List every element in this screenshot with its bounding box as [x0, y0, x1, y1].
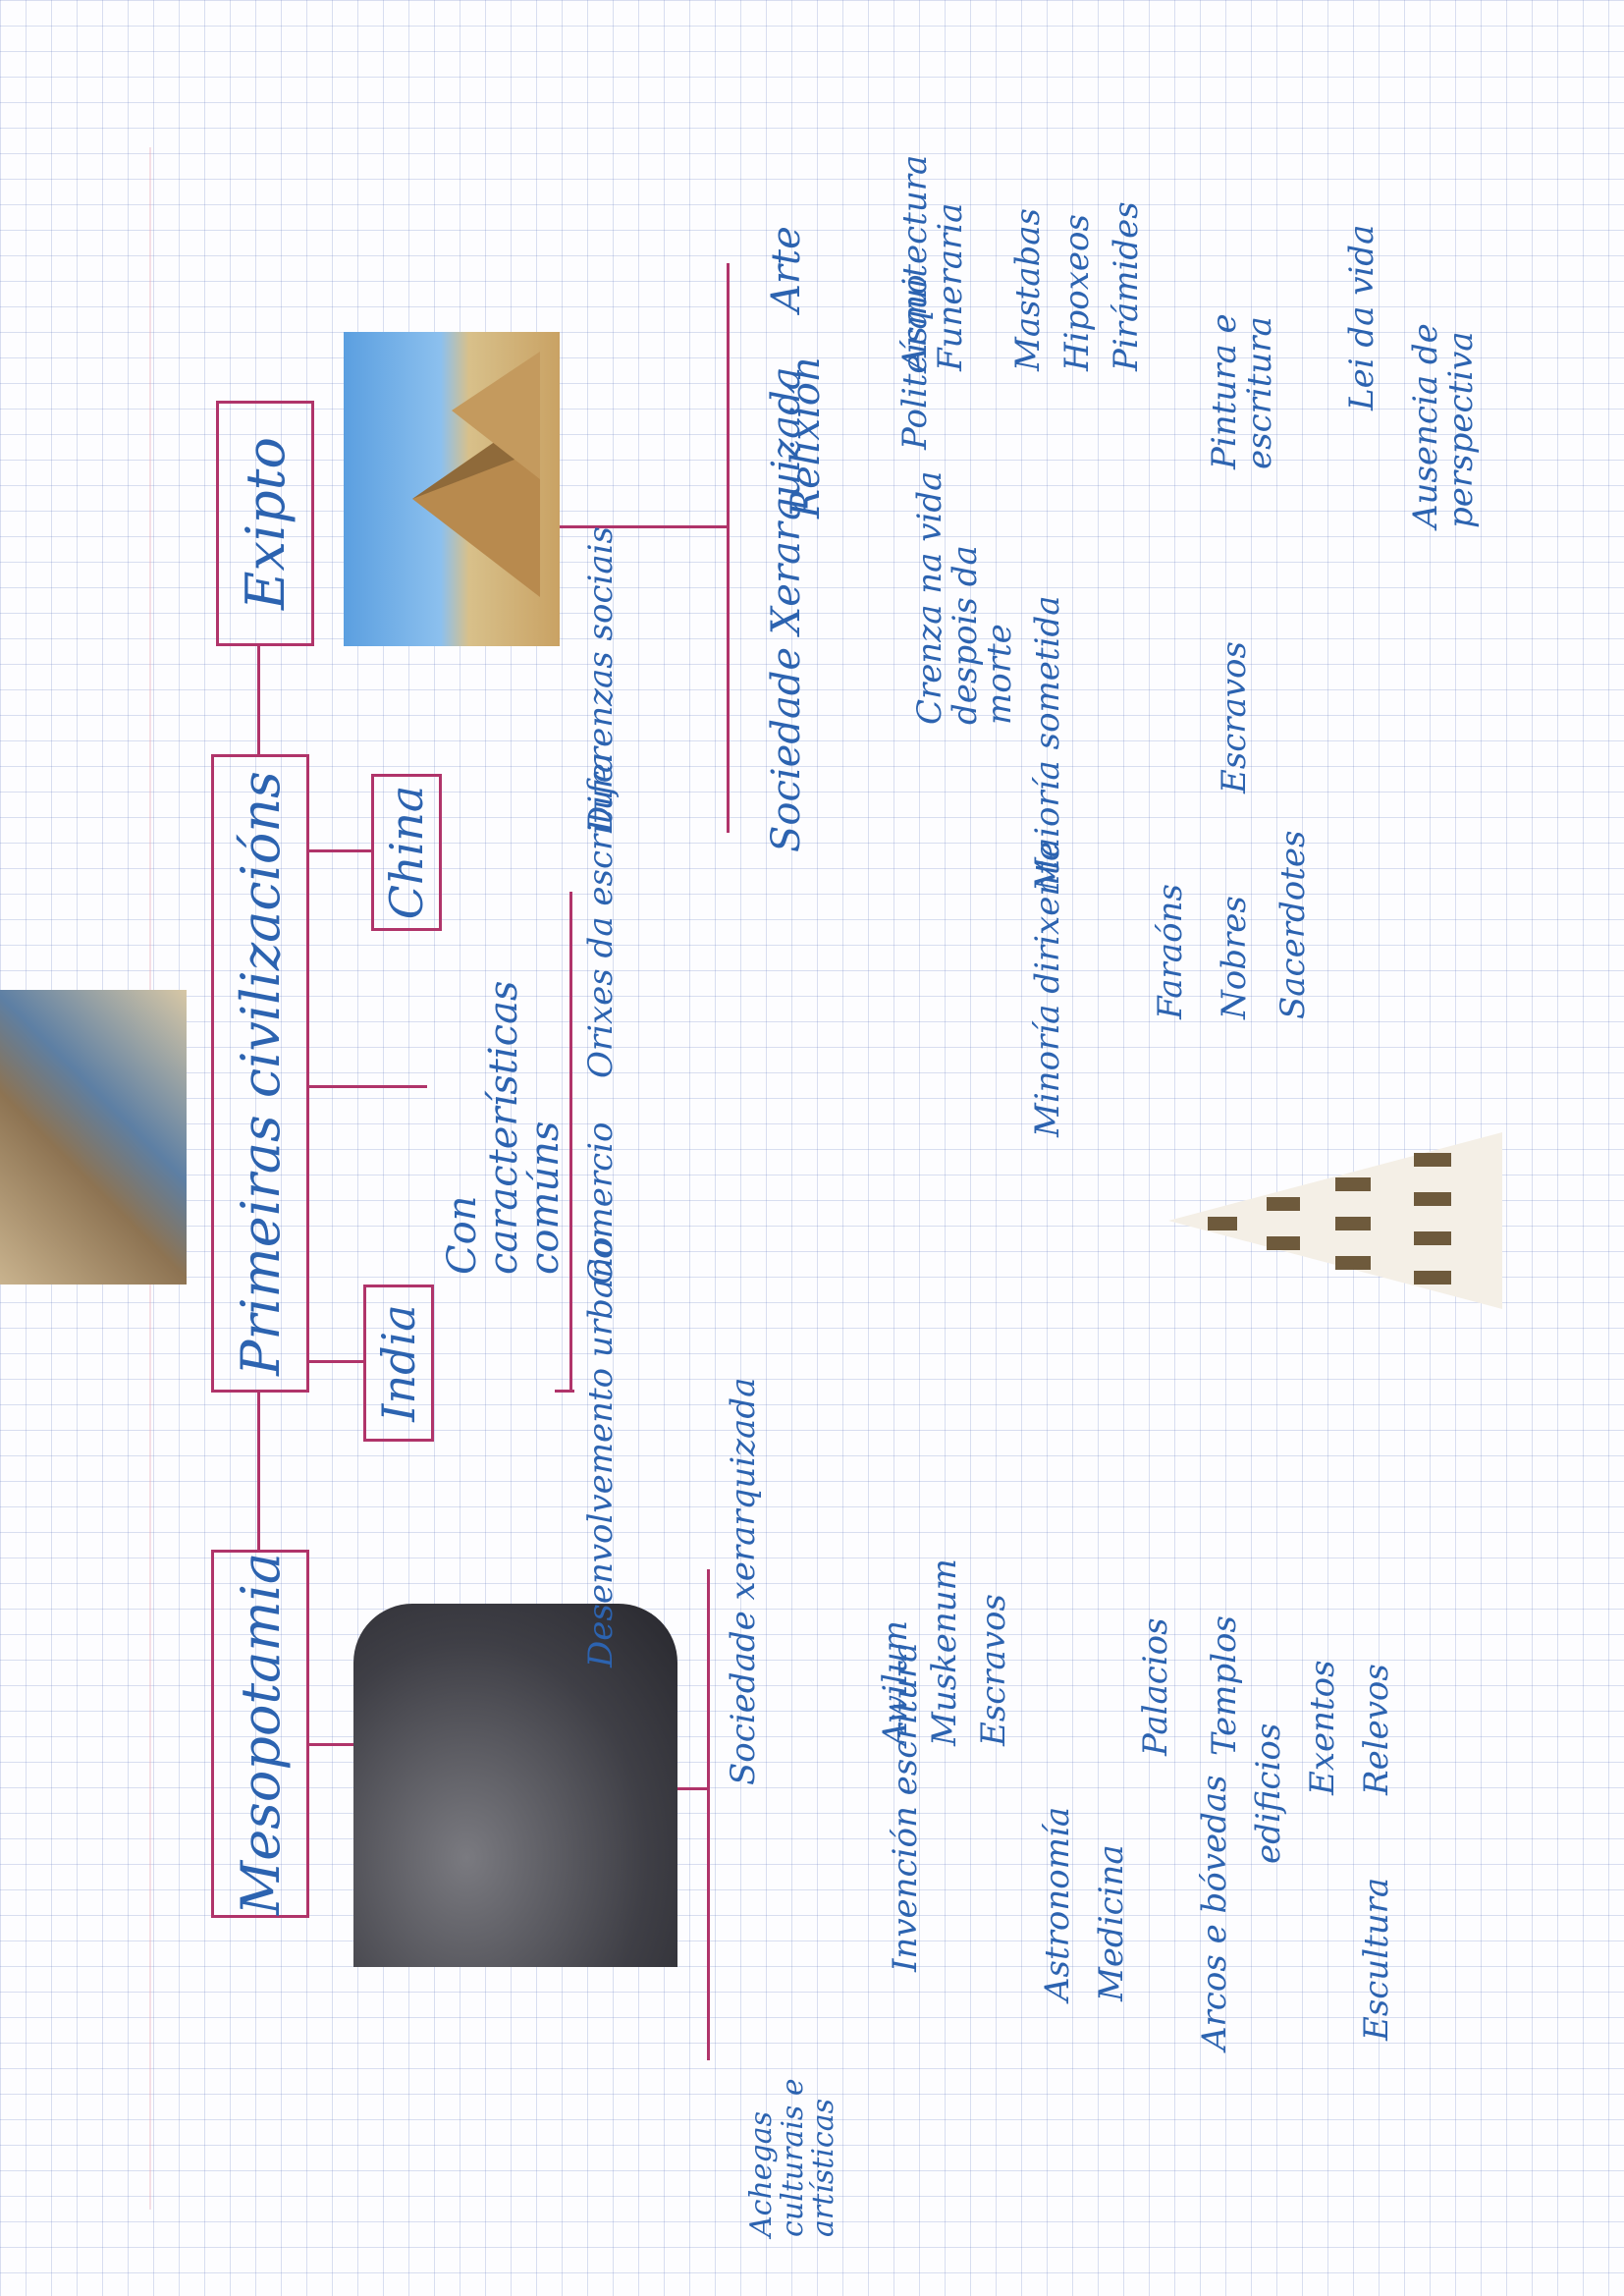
connector	[257, 646, 260, 754]
connector	[707, 1569, 710, 2060]
meso-item: Medicina	[1092, 1844, 1131, 2001]
pyramids-photo	[344, 332, 560, 646]
exipto-maioria-item: Escravos	[1215, 641, 1254, 793]
meso-item: Escultura	[1357, 1877, 1396, 2041]
exipto-funeraria-item: Mastabas	[1008, 208, 1048, 371]
common-item: Diferenzas sociais	[581, 526, 621, 833]
china-label: China	[380, 785, 433, 920]
connector	[257, 1393, 260, 1550]
exipto-relixion: Relixión	[784, 356, 829, 519]
mesopotamia-label: Mesopotamia	[229, 1552, 292, 1916]
connector	[569, 892, 572, 1393]
exipto-minoria-item: Sacerdotes	[1273, 830, 1313, 1019]
meso-escultura: Exentos	[1303, 1660, 1342, 1795]
exipto-pintura-item: Lei da vida	[1342, 224, 1381, 410]
hieroglyphs-image	[1168, 1132, 1502, 1309]
exipto-label: Exipto	[234, 437, 297, 610]
meso-edificio: Templos	[1205, 1615, 1244, 1756]
connector	[677, 1787, 707, 1790]
exipto-relixion-item: Crenza na vida despois da morte	[910, 470, 1020, 725]
exipto-arte-item: Pintura e escritura	[1205, 313, 1279, 469]
meso-sociedade: Sociedade xerarquizada	[724, 1377, 763, 1785]
meso-escultura: Relevos	[1357, 1664, 1396, 1795]
connector	[309, 849, 371, 852]
hieroglyphs-drawing	[1168, 1132, 1502, 1309]
exipto-box: Exipto	[216, 401, 314, 646]
connector	[727, 263, 730, 833]
title-box: Primeiras civilizacións	[211, 754, 309, 1393]
pyramids-drawing	[412, 352, 540, 597]
meso-item: Arcos e bóvedas	[1195, 1775, 1234, 2050]
connector	[309, 1360, 363, 1363]
meso-item: Astronomía	[1038, 1806, 1077, 2001]
exipto-maioria: Maioría sometida	[1028, 595, 1067, 892]
common-header: Con características comúns	[440, 980, 568, 1275]
china-box: China	[371, 774, 442, 931]
india-box: India	[363, 1285, 434, 1442]
meso-item: edificios	[1249, 1722, 1288, 1864]
exipto-funeraria-item: Pirámides	[1107, 201, 1146, 371]
meso-item: Invención escritura	[886, 1642, 925, 1972]
india-label: India	[372, 1304, 425, 1422]
exipto-arte-item: Arquitectura Funeraria	[895, 154, 970, 371]
exipto-pintura-item: Ausencia de perspectiva	[1406, 323, 1481, 528]
mesopotamia-box: Mesopotamia	[211, 1550, 309, 1918]
exipto-minoria-item: Nobres	[1215, 896, 1254, 1019]
market-photo	[0, 990, 187, 1285]
exipto-funeraria-item: Hipoxeos	[1057, 214, 1097, 371]
meso-edificio: Palacios	[1136, 1617, 1175, 1756]
common-item: Desenvolvemento urbano	[581, 1236, 621, 1667]
connector	[309, 1743, 353, 1746]
exipto-arte: Arte	[764, 226, 809, 312]
hammurabi-stele	[353, 1604, 677, 1967]
meso-achegas: Achegas culturais e artísticas	[744, 2078, 840, 2237]
common-item: Comercio	[581, 1121, 621, 1285]
connector	[309, 1085, 427, 1088]
meso-class: Muskenum	[925, 1558, 964, 1746]
exipto-minoria-item: Faraóns	[1151, 884, 1190, 1019]
meso-class: Escravos	[974, 1594, 1013, 1746]
page-title: Primeiras civilizacións	[229, 771, 292, 1376]
